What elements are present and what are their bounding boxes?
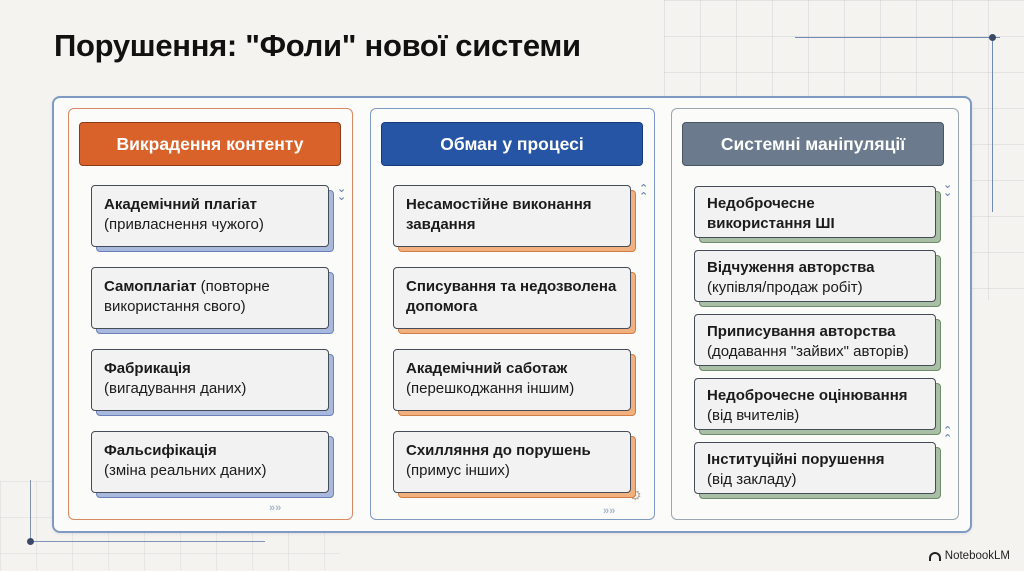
card-cheating: Списування та недозволена допомога <box>393 267 631 329</box>
decorative-line <box>30 541 265 542</box>
brand-label: NotebookLM <box>944 550 1010 562</box>
card-detail: (додавання "зайвих" авторів) <box>707 343 909 360</box>
card-detail: (від закладу) <box>707 471 797 488</box>
chevron-down-icon: ⌄⌄ <box>337 183 347 203</box>
column-header: Обман у процесі <box>381 122 648 171</box>
card-unethical-assessment: Недоброчесне оцінювання (від вчителів) <box>694 378 936 430</box>
card-dependent-work: Несамостійне виконання завдання <box>393 185 631 247</box>
card-title: Списування та недозволена допомога <box>406 278 617 315</box>
card-academic-plagiarism: Академічний плагіат (привласнення чужого… <box>91 185 329 247</box>
card-title: Інституційні порушення <box>707 451 885 468</box>
column-process-deception: Обман у процесі ⌃⌃ Несамостійне виконанн… <box>370 108 655 520</box>
card-title: Фальсифікація <box>104 442 217 459</box>
card-detail: (зміна реальних даних) <box>104 462 267 479</box>
card-title: Недоброчесне оцінювання <box>707 387 908 404</box>
card-title: Приписування авторства <box>707 323 896 340</box>
card-self-plagiarism: Самоплагіат (повторне використання свого… <box>91 267 329 329</box>
brand-footer: NotebookLM <box>928 550 1010 562</box>
column-header: Системні маніпуляції <box>682 122 949 171</box>
notebooklm-logo-icon <box>928 551 941 561</box>
decorative-line <box>30 480 31 542</box>
card-detail: (вигадування даних) <box>104 380 247 397</box>
card-title: Несамостійне виконання завдання <box>406 196 592 233</box>
arrows-icon: »» <box>603 505 616 517</box>
chevron-up-icon: ⌃⌃ <box>639 183 649 203</box>
page-title: Порушення: "Фоли" нової системи <box>54 28 581 63</box>
decorative-line <box>992 37 993 212</box>
card-detail: (привласнення чужого) <box>104 216 264 233</box>
decorative-dot <box>989 34 996 41</box>
column-header-label: Викрадення контенту <box>116 133 304 154</box>
card-detail: (купівля/продаж робіт) <box>707 279 863 296</box>
card-title: Недоброчесне використання ШІ <box>707 195 835 232</box>
chevron-down-icon: ⌄⌄ <box>943 179 953 199</box>
decorative-dot <box>27 538 34 545</box>
column-header-label: Обман у процесі <box>440 133 584 154</box>
arrows-icon: »» <box>269 502 282 514</box>
card-title: Академічний плагіат <box>104 196 258 213</box>
card-authorship-attribution: Приписування авторства (додавання "зайви… <box>694 314 936 366</box>
column-content-theft: Викрадення контенту ⌄⌄ Академічний плагі… <box>68 108 353 520</box>
card-title: Самоплагіат <box>104 278 197 295</box>
card-title: Схилляння до порушень <box>406 442 591 459</box>
card-institutional-violations: Інституційні порушення (від закладу) <box>694 442 936 494</box>
card-title: Академічний саботаж <box>406 360 568 377</box>
card-title: Відчуження авторства <box>707 259 875 276</box>
column-header-label: Системні маніпуляції <box>720 133 906 154</box>
card-detail: (примус інших) <box>406 462 510 479</box>
card-inducing-violations: Схилляння до порушень (примус інших) <box>393 431 631 493</box>
card-detail: (від вчителів) <box>707 407 800 424</box>
card-unethical-ai-use: Недоброчесне використання ШІ <box>694 186 936 238</box>
column-header: Викрадення контенту <box>79 122 346 171</box>
column-system-manipulation: Системні маніпуляції ⌄⌄ Недоброчесне вик… <box>671 108 959 520</box>
chevron-up-icon: ⌃⌃ <box>943 425 953 445</box>
card-academic-sabotage: Академічний саботаж (перешкоджання іншим… <box>393 349 631 411</box>
card-title: Фабрикація <box>104 360 191 377</box>
card-fabrication: Фабрикація (вигадування даних) <box>91 349 329 411</box>
card-detail: (повторне використання свого) <box>104 278 270 315</box>
card-detail: (перешкоджання іншим) <box>406 380 575 397</box>
card-authorship-alienation: Відчуження авторства (купівля/продаж роб… <box>694 250 936 302</box>
card-falsification: Фальсифікація (зміна реальних даних) <box>91 431 329 493</box>
decorative-line <box>795 37 1000 38</box>
